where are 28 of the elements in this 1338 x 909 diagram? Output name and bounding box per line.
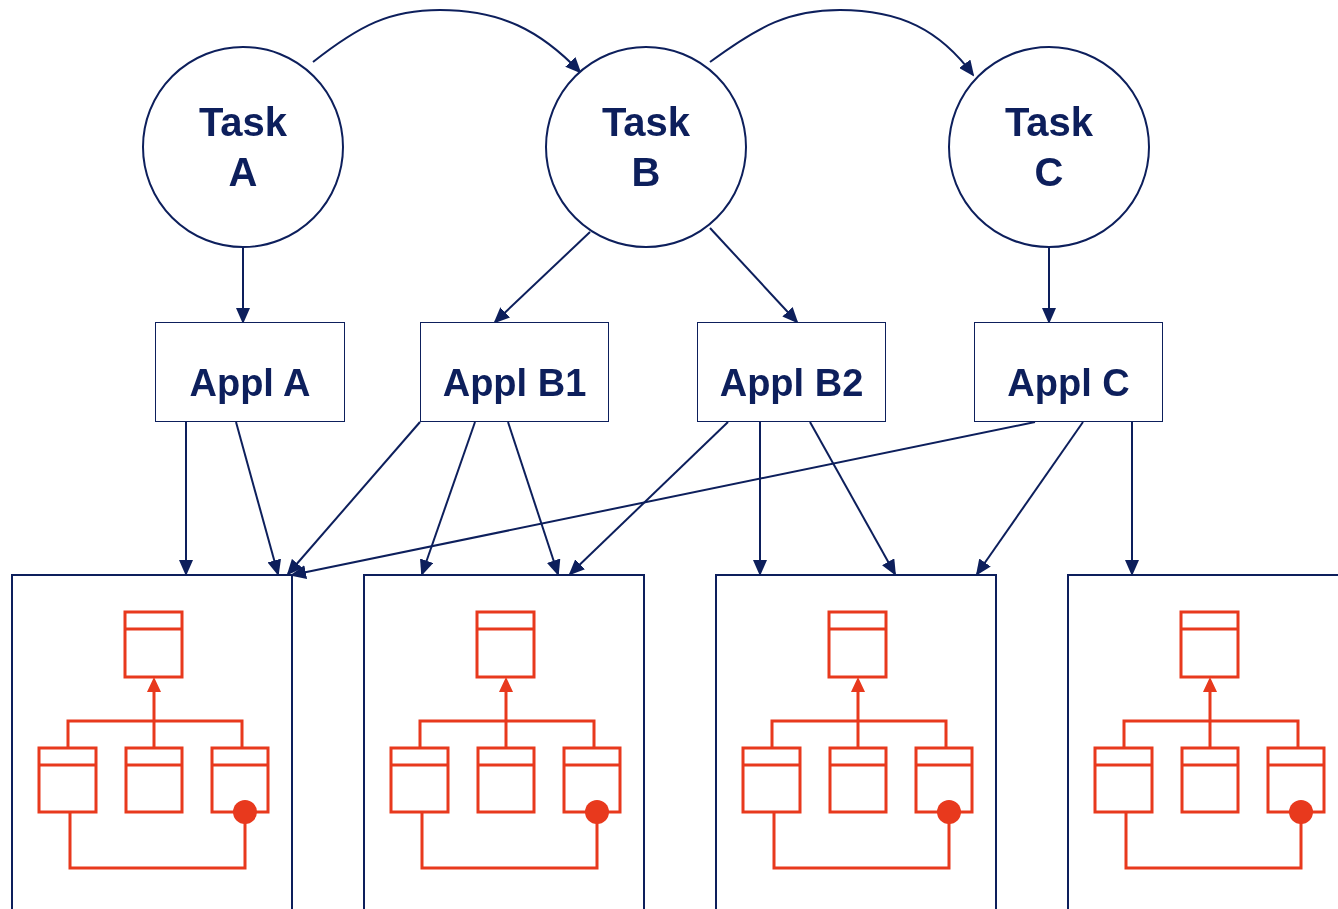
arrow bbox=[709, 9, 975, 77]
arrow bbox=[420, 421, 476, 576]
component-panel bbox=[363, 574, 645, 909]
arrow bbox=[290, 421, 1036, 580]
application-box: Appl B1 bbox=[420, 322, 609, 422]
arrow bbox=[1125, 421, 1139, 576]
arrow bbox=[568, 421, 729, 576]
task-circle: Task B bbox=[545, 46, 747, 248]
arrow bbox=[179, 421, 193, 576]
arrow bbox=[1042, 247, 1056, 324]
component-panel bbox=[1067, 574, 1338, 909]
arrow bbox=[753, 421, 767, 576]
task-circle: Task A bbox=[142, 46, 344, 248]
arrow bbox=[286, 421, 421, 576]
arrow bbox=[809, 421, 896, 576]
arrow bbox=[236, 247, 250, 324]
arrow bbox=[493, 231, 591, 324]
arrow bbox=[709, 227, 799, 324]
application-box: Appl B2 bbox=[697, 322, 886, 422]
application-box: Appl C bbox=[974, 322, 1163, 422]
arrow bbox=[975, 421, 1084, 576]
task-circle: Task C bbox=[948, 46, 1150, 248]
component-panel bbox=[11, 574, 293, 909]
arrow bbox=[507, 421, 561, 576]
component-panel bbox=[715, 574, 997, 909]
application-box: Appl A bbox=[155, 322, 345, 422]
arrow bbox=[312, 9, 582, 74]
arrow bbox=[235, 421, 281, 576]
